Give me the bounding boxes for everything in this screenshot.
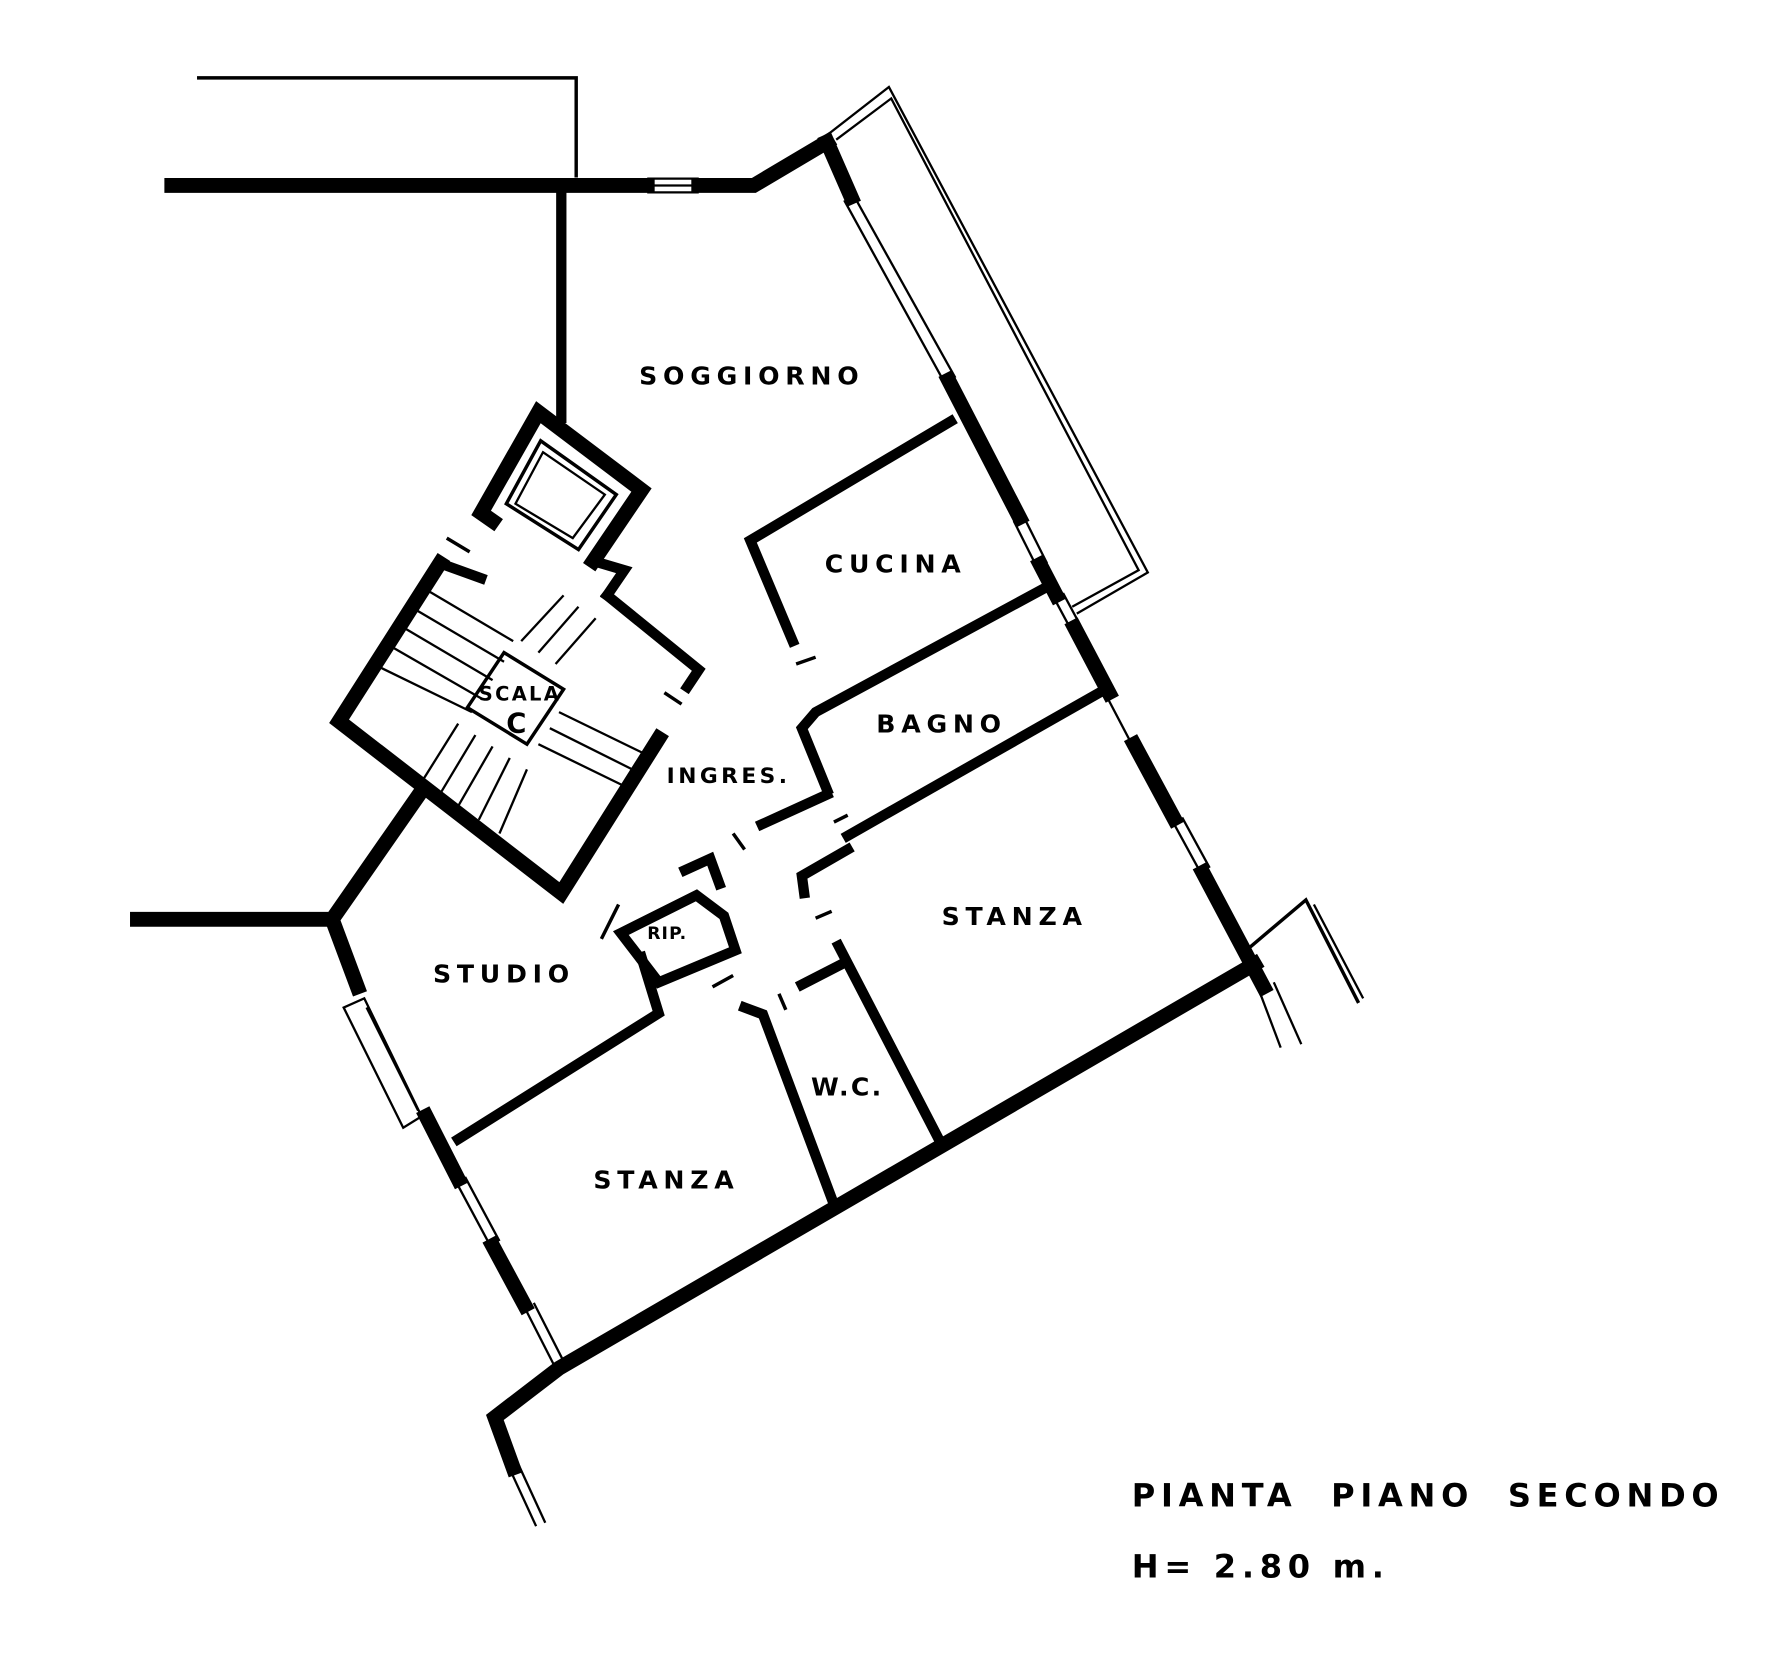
plan-height: H= 2.80 m. <box>1132 1548 1390 1586</box>
room-label-stanza-south: STANZA <box>593 1165 739 1194</box>
room-label-bagno: BAGNO <box>876 710 1007 739</box>
wall-stanza-west <box>796 842 855 899</box>
window-north <box>647 177 699 194</box>
wall-cucina-north <box>743 414 958 648</box>
wall-east <box>817 132 1274 997</box>
door-marks <box>445 536 849 1011</box>
window-south-west <box>508 1465 547 1527</box>
plan-title: PIANTA PIANO SECONDO <box>1132 1477 1725 1515</box>
staircase-label: SCALA <box>479 683 561 706</box>
room-label-stanza-east: STANZA <box>942 902 1088 931</box>
room-label-wc: W.C. <box>811 1073 884 1102</box>
wall-west <box>322 909 565 1367</box>
wall-rip-stub <box>678 851 726 891</box>
room-label-cucina: CUCINA <box>825 549 967 578</box>
ripostiglio-walls <box>612 889 742 989</box>
wall-west-stub <box>130 777 435 927</box>
wall-stanza-wc <box>831 938 944 1143</box>
wall-wc-west <box>737 1000 841 1212</box>
wall-north-east <box>691 131 838 193</box>
staircase-letter: C <box>506 708 532 740</box>
wall-ingresso-stub <box>754 787 834 832</box>
room-label-soggiorno: SOGGIORNO <box>639 362 864 391</box>
elevator-shaft <box>471 401 652 603</box>
wall-south <box>485 953 1265 1478</box>
extension-lines-east <box>1245 897 1365 1049</box>
property-line-top <box>197 76 578 178</box>
wall-wc-north <box>794 957 849 992</box>
room-label-studio: STUDIO <box>433 959 575 988</box>
room-label-ripostiglio: RIP. <box>647 924 687 944</box>
room-label-ingresso: INGRES. <box>667 764 791 789</box>
wall-cucina-bagno <box>795 579 1056 797</box>
staircase: SCALA C <box>329 553 706 904</box>
balcony-outline <box>826 85 1150 615</box>
wall-bagno-stanza <box>840 682 1113 843</box>
